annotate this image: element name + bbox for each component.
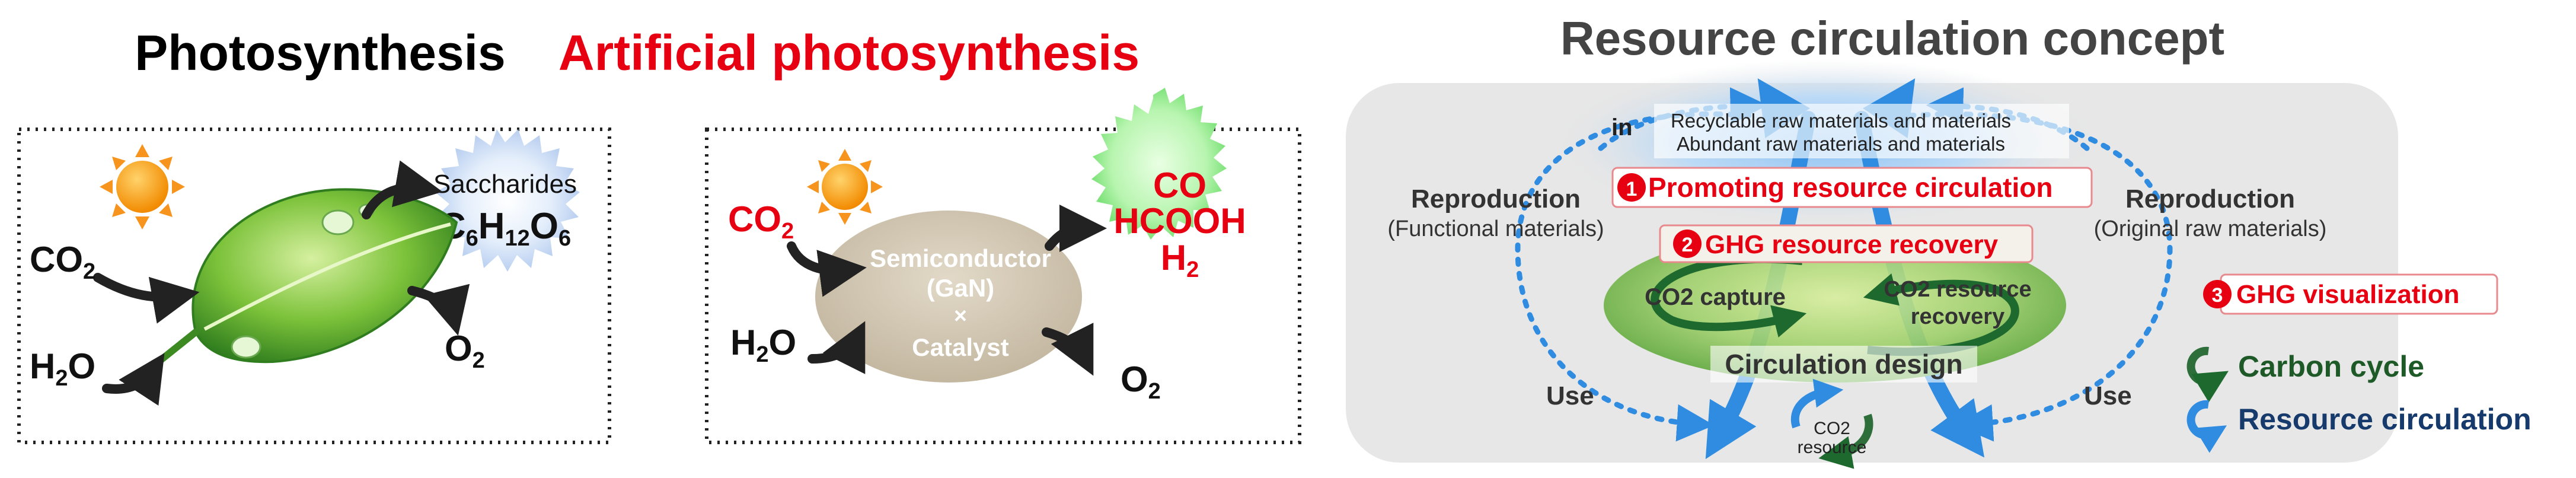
raw-materials-line-2: Abundant raw materials and materials	[1677, 133, 2005, 155]
saccharides-glow	[435, 129, 580, 272]
catalyst-ellipse	[815, 211, 1082, 383]
use-left-label: Use	[1546, 381, 1594, 410]
raw-materials-box	[1654, 104, 2069, 158]
circulation-design-box	[1710, 346, 1977, 383]
panel2-title: Artificial photosynthesis	[558, 25, 1139, 81]
saccharides-label: Saccharides	[433, 170, 577, 199]
number-badge-1	[1617, 173, 1646, 202]
legend-resource-circulation: Resource circulation	[2238, 403, 2532, 436]
reproduction-left-sub: (Functional materials)	[1387, 216, 1604, 241]
panel1-h2o: H2O	[30, 346, 95, 391]
reproduction-right-sub: (Original raw materials)	[2094, 216, 2327, 241]
number-badge-1-text: 1	[1626, 178, 1637, 200]
panel1-o2: O2	[445, 329, 485, 373]
panel1-frame	[17, 128, 611, 444]
ghg-visualization-label: GHG visualization	[2236, 280, 2460, 309]
number-badge-2	[1673, 230, 1702, 258]
catalyst-line-3: ×	[954, 304, 967, 329]
panel3-title: Resource circulation concept	[1560, 12, 2224, 65]
arrow-h2o-to-catalyst	[807, 321, 866, 374]
panel1-co2: CO2	[30, 240, 95, 284]
panel2-o2: O2	[1121, 359, 1161, 404]
carbon-cycle-icon	[2186, 346, 2229, 403]
arrow-leaf-to-saccharides	[362, 160, 443, 219]
catalyst-line-4: Catalyst	[912, 333, 1008, 361]
catalyst-line-2: (GaN)	[927, 274, 994, 302]
product-co: CO	[1153, 165, 1206, 205]
ghg-resource-recovery-label: GHG resource recovery	[1705, 230, 1999, 259]
arrow-leaf-to-o2	[407, 283, 470, 336]
resource-circulation-icon	[2186, 400, 2227, 453]
product-h2: H2	[1161, 238, 1199, 282]
sun-icon	[100, 144, 185, 230]
panel1-arrows	[93, 160, 470, 406]
number-badge-3-text: 3	[2212, 284, 2223, 307]
arrow-catalyst-to-o2	[1042, 323, 1094, 376]
number-badge-2-text: 2	[1682, 234, 1693, 256]
co2-resource-line-2: resource	[1798, 438, 1867, 457]
co2-resource-cycle-icon	[1790, 378, 1873, 469]
in-label: in	[1611, 114, 1633, 141]
number-badge-3	[2203, 280, 2232, 308]
legend: Carbon cycle Resource circulation	[2186, 346, 2532, 453]
resource-loop-left	[1515, 111, 1752, 442]
arrow-catalyst-to-products	[1045, 205, 1107, 253]
reproduction-right: Reproduction	[2125, 184, 2295, 213]
circulation-design-label: Circulation design	[1725, 349, 1962, 380]
panel2-arrows	[787, 205, 1107, 376]
arrow-h2o-to-leaf	[102, 353, 165, 406]
promoting-resource-circulation-box	[1611, 167, 2093, 208]
products-glow	[1091, 88, 1227, 240]
co2-capture-label: CO2 capture	[1645, 284, 1786, 310]
leaf-icon	[148, 188, 458, 371]
promoting-resource-circulation-label: Promoting resource circulation	[1648, 172, 2052, 203]
sun-icon	[807, 149, 883, 225]
reproduction-left: Reproduction	[1411, 184, 1581, 213]
ghg-resource-recovery-box	[1659, 224, 2034, 263]
catalyst-line-1: Semiconductor	[870, 244, 1051, 272]
panel1-title: Photosynthesis	[135, 25, 505, 81]
panel2-h2o: H2O	[730, 323, 796, 367]
use-right-label: Use	[2084, 381, 2132, 410]
panel2-frame	[705, 128, 1301, 444]
arrow-co2-to-catalyst	[787, 241, 867, 297]
arrow-co2-to-leaf	[93, 273, 200, 324]
panel2-co2: CO2	[728, 199, 794, 244]
co2-recovery-line-2: recovery	[1911, 304, 2004, 329]
product-hcooh: HCOOH	[1113, 201, 1246, 241]
co2-resource-line-1: CO2	[1814, 419, 1850, 438]
green-carbon-ellipse	[1604, 228, 2066, 383]
raw-materials-line-1: Recyclable raw materials and materials	[1671, 110, 2011, 132]
co2-recovery-line-1: CO2 resource	[1884, 277, 2031, 302]
legend-carbon-cycle: Carbon cycle	[2238, 350, 2424, 383]
